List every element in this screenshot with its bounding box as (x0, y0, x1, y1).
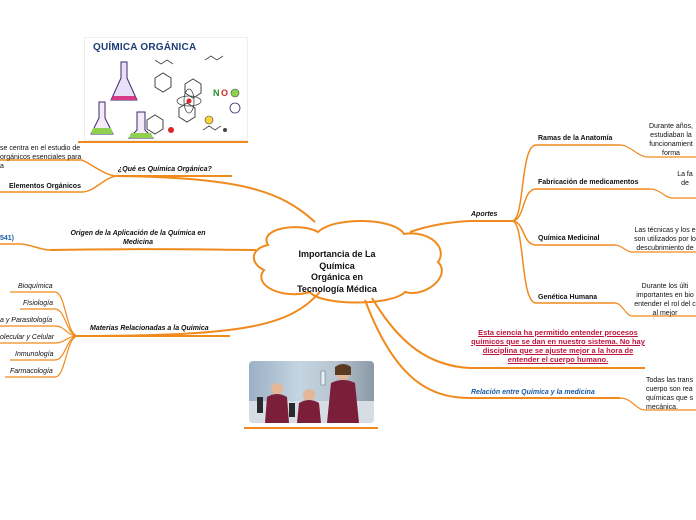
fabricacion-description: La fa de (677, 171, 693, 187)
flask-molecule-icon: N O (90, 55, 241, 139)
topic-aportes[interactable]: Aportes (471, 211, 498, 218)
central-topic-line2: Orgánica en (310, 272, 364, 282)
topic-ramas-anatomia[interactable]: Ramas de la Anatomía (538, 135, 613, 142)
origen-reference: 541) (0, 235, 15, 242)
central-topic-shape (253, 219, 443, 304)
que-es-description: se centra en el estudio de orgánicos ese… (0, 145, 82, 170)
materia-item[interactable]: Fisiología (23, 300, 53, 307)
genetica-description: Durante los últi importantes en bio ente… (634, 283, 696, 317)
svg-text:O: O (221, 88, 228, 98)
organic-chemistry-illustration: QUÍMICA ORGÁNICA N O (84, 37, 248, 141)
topic-fabricacion-medicamentos[interactable]: Fabricación de medicamentos (538, 179, 639, 186)
relacion-description: Todas las trans cuerpo son rea químicas … (646, 377, 694, 411)
quimica-medicinal-description: Las técnicas y los e son utilizados por … (634, 227, 696, 252)
topic-elementos-organicos[interactable]: Elementos Orgánicos (9, 183, 81, 190)
materia-item[interactable]: Farmacología (10, 368, 53, 375)
central-topic-line1: Importancia de La Química (298, 249, 376, 271)
illustration-title: QUÍMICA ORGÁNICA (93, 42, 197, 53)
topic-materias-relacionadas[interactable]: Materias Relacionadas a la Química (90, 325, 209, 332)
central-topic-line3: Tecnología Médica (297, 283, 377, 294)
topic-que-es-quimica-organica[interactable]: ¿Qué es Química Orgánica? (118, 166, 212, 173)
laboratory-photo (249, 361, 374, 423)
materia-item[interactable]: Inmunología (15, 351, 54, 358)
central-topic[interactable]: Importancia de La Química Orgánica en Te… (282, 249, 392, 295)
topic-origen-aplicacion[interactable]: Origen de la Aplicación de la Química en… (70, 230, 206, 246)
topic-esta-ciencia[interactable]: Esta ciencia ha permitido entender proce… (471, 328, 645, 364)
topic-relacion-quimica-medicina[interactable]: Relación entre Química y la medicina (471, 389, 595, 396)
ramas-description: Durante años, estudiaban la funcionamien… (649, 123, 693, 157)
students-with-microscopes-icon (249, 364, 374, 423)
topic-genetica-humana[interactable]: Genética Humana (538, 294, 598, 301)
materia-item[interactable]: a y Parasitología (0, 317, 53, 324)
materia-item[interactable]: olecular y Celular (0, 334, 55, 341)
materia-item[interactable]: Bioquímica (18, 283, 53, 290)
svg-text:N: N (213, 88, 220, 98)
topic-quimica-medicinal[interactable]: Química Medicinal (538, 235, 600, 242)
